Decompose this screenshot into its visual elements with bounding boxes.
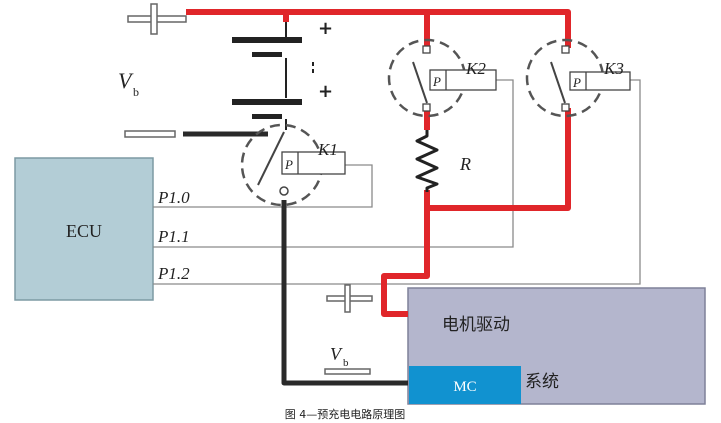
relay-k2-coil: P (432, 74, 441, 89)
relay-k1 (240, 123, 346, 207)
figure-caption: 图 4—预充电电路原理图 (285, 407, 406, 421)
vb-bottom-subscript: b (343, 357, 349, 369)
positive-terminal-symbol (127, 3, 187, 35)
relay-k1-label: K1 (317, 140, 338, 159)
battery-stack (232, 22, 314, 119)
resistor-label: R (459, 154, 471, 174)
signal-wires (153, 79, 641, 285)
negative-bus (183, 131, 408, 386)
mc-block (409, 366, 521, 404)
resistor-r (415, 130, 439, 192)
mc-label: MC (453, 379, 476, 395)
relay-k1-coil: P (284, 157, 293, 172)
ecu-port-p1-2: P1.2 (157, 264, 190, 283)
vb-label-symbol: V (118, 68, 134, 93)
motor-drive-label-line1: 电机驱动 (442, 315, 510, 335)
battery-plus-2: + (318, 81, 333, 102)
vb-label-subscript: b (133, 85, 139, 99)
ecu-label: ECU (66, 221, 102, 241)
positive-bus (186, 9, 571, 317)
relay-k3 (525, 38, 631, 118)
motor-positive-symbol (326, 284, 373, 313)
relay-k2 (387, 38, 497, 118)
ecu-port-p1-1: P1.1 (157, 227, 190, 246)
negative-terminal-symbol (124, 130, 176, 138)
ecu-block (14, 157, 154, 301)
vb-bottom-bar (324, 368, 371, 375)
relay-k3-coil: P (572, 75, 581, 90)
relay-k2-label: K2 (465, 59, 486, 78)
relay-k3-label: K3 (603, 59, 624, 78)
battery-plus-1: + (318, 18, 333, 39)
motor-drive-label-line2: 系统 (525, 372, 559, 392)
ecu-port-p1-0: P1.0 (157, 188, 190, 207)
vb-bottom-symbol: V (330, 344, 343, 364)
